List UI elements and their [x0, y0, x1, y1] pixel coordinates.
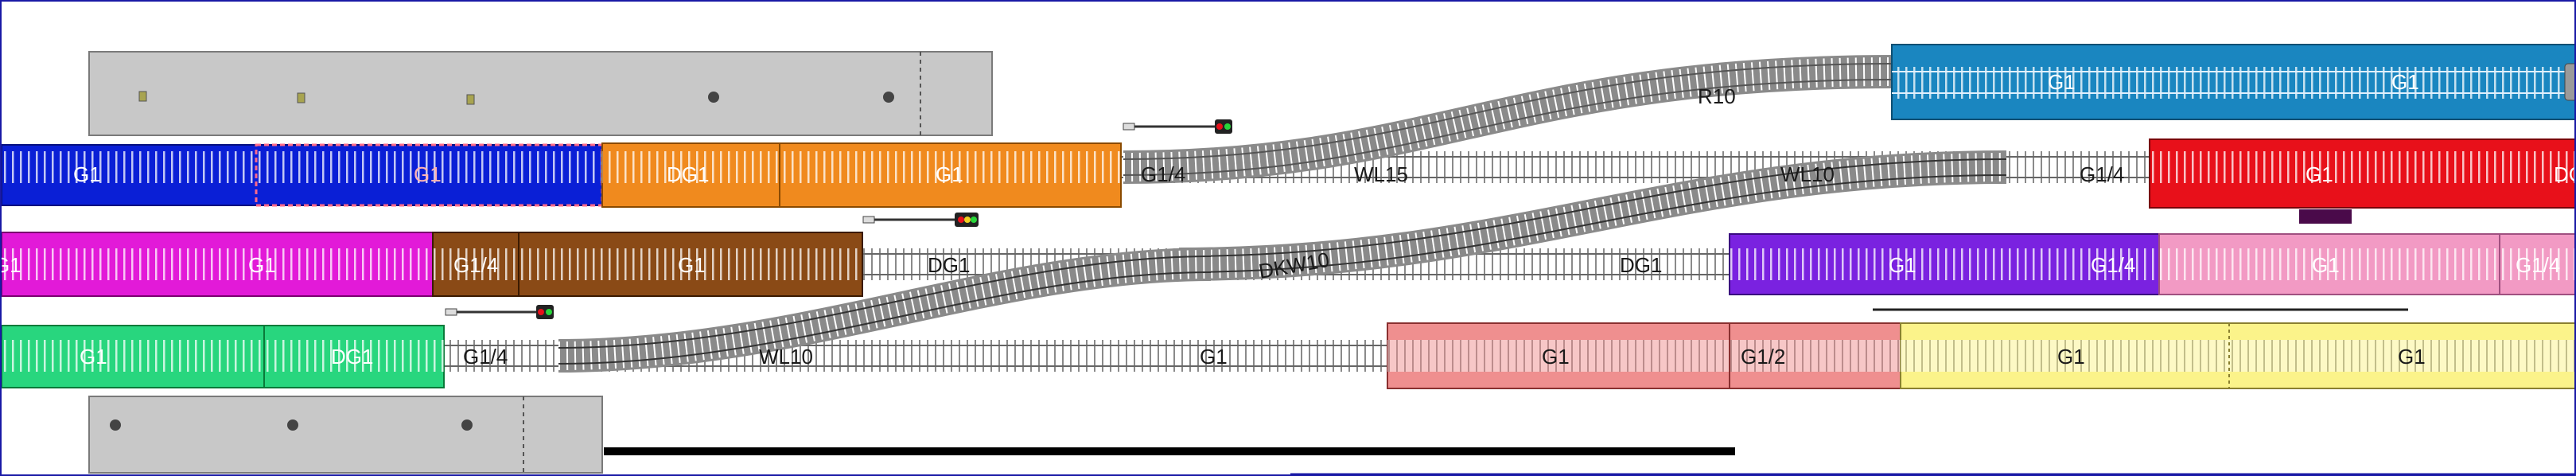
signal-row4[interactable] — [445, 305, 554, 319]
salmon-label: G1 — [1542, 345, 1570, 369]
green-dg-label: DG1 — [331, 345, 373, 369]
yellow-right-label: G1 — [2398, 345, 2426, 369]
teal-right-label: G1 — [2391, 70, 2419, 94]
track-brown[interactable] — [432, 232, 863, 297]
signal-green-light — [1224, 123, 1231, 130]
platform-top[interactable] — [88, 51, 993, 136]
brown-label: G1 — [678, 253, 706, 277]
row2-wl15-label: WL15 — [1354, 162, 1408, 186]
red-label: G1 — [2306, 162, 2333, 186]
signal-yellow-light — [964, 217, 971, 223]
blue-label: G1 — [73, 162, 101, 186]
row2-quarter-right-label: G1/4 — [2080, 162, 2124, 186]
signal-row2[interactable] — [1123, 119, 1232, 134]
signal-row3[interactable] — [862, 213, 979, 227]
track-red[interactable] — [2149, 139, 2576, 224]
platform-edge-line — [604, 447, 1735, 455]
purple-label: G1 — [1889, 253, 1916, 277]
track-magenta[interactable] — [2, 232, 434, 297]
row4-quarter-label: G1/4 — [463, 345, 508, 369]
signal-green-light — [971, 217, 977, 223]
orange-g1-label: G1 — [936, 162, 963, 186]
signal-red-light — [1216, 123, 1223, 130]
yellow-left-label: G1 — [2057, 345, 2085, 369]
track-purple[interactable] — [1729, 233, 2160, 295]
salmon-half-label: G1/2 — [1741, 345, 1785, 369]
track-salmon[interactable] — [1387, 322, 1901, 389]
track-yellow[interactable] — [1900, 322, 2576, 389]
turnout-wl10-lower[interactable] — [558, 248, 1212, 373]
magenta-label: G1 — [248, 253, 276, 277]
curve-r10[interactable] — [1123, 55, 1896, 184]
row2-quarter-label: G1/4 — [1141, 162, 1185, 186]
track-teal[interactable] — [1891, 44, 2576, 120]
red-edge-label: DG — [2554, 162, 2576, 186]
row4-plain-label: G1 — [1200, 345, 1228, 369]
blue-red-label: G1 — [414, 162, 442, 186]
row3-dg-right-label: DG1 — [1620, 253, 1662, 277]
signal-red-light — [538, 309, 544, 315]
track-orange[interactable] — [601, 142, 1122, 208]
curve-r10-label: R10 — [1698, 84, 1736, 108]
track-blue[interactable] — [2, 143, 604, 207]
track-green[interactable] — [2, 325, 445, 388]
row3-dg-label: DG1 — [928, 253, 970, 277]
platform-bottom[interactable] — [88, 396, 603, 474]
turnout-wl10-upper[interactable] — [1178, 150, 2007, 281]
track-pink[interactable] — [2158, 233, 2576, 295]
signal-red-light — [958, 217, 964, 223]
magenta-edge-label: G1 — [2, 253, 21, 277]
signal-green-light — [546, 309, 552, 315]
row2-wl10-label: WL10 — [1780, 162, 1835, 186]
orange-dg-label: DG1 — [667, 162, 709, 186]
row4-wl10-label: WL10 — [759, 345, 813, 369]
pink-quarter-label: G1/4 — [2516, 253, 2560, 277]
purple-quarter-label: G1/4 — [2091, 253, 2135, 277]
teal-left-label: G1 — [2048, 70, 2076, 94]
brown-quarter-label: G1/4 — [453, 253, 498, 277]
green-label: G1 — [80, 345, 107, 369]
pink-label: G1 — [2312, 253, 2340, 277]
